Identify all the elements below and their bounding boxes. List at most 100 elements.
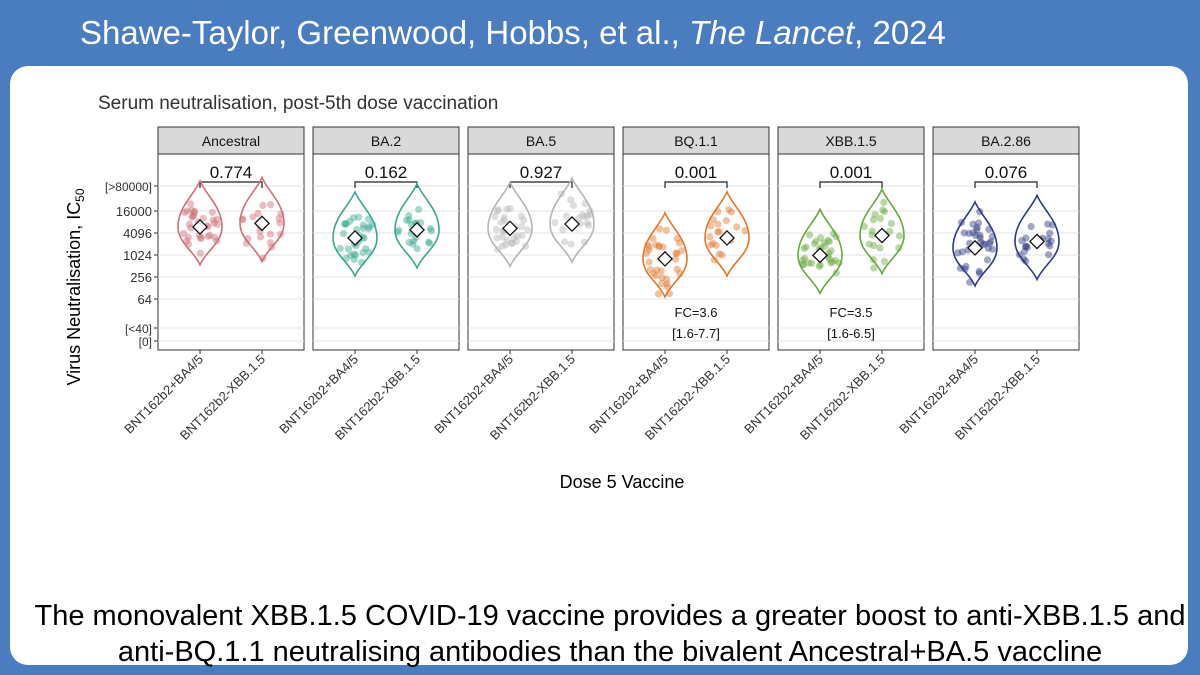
significance-bracket — [509, 181, 573, 188]
data-point — [551, 219, 559, 227]
data-point — [662, 226, 671, 234]
data-point — [242, 239, 250, 247]
data-point — [806, 231, 814, 239]
data-point — [575, 214, 583, 222]
data-point — [820, 239, 828, 247]
data-point — [518, 231, 526, 240]
chart-panels: 642561024409616000[>80000][<40][0]Ancest… — [105, 126, 1080, 443]
slide-title-authors: Shawe-Taylor, Greenwood, Hobbs, et al., — [80, 14, 689, 51]
data-point — [508, 239, 516, 247]
data-point — [741, 227, 749, 235]
data-point — [954, 249, 962, 257]
violin-outline — [332, 189, 378, 278]
data-point — [671, 255, 680, 263]
data-point — [649, 234, 657, 243]
panel-header — [622, 126, 770, 155]
data-point — [880, 257, 889, 265]
slide-title-journal: The Lancet — [689, 14, 855, 51]
y-tick-label: [0] — [139, 335, 152, 349]
data-point — [800, 244, 808, 253]
data-point — [985, 225, 993, 233]
data-point — [426, 224, 434, 233]
data-point — [665, 290, 674, 298]
data-point — [190, 212, 198, 220]
data-point — [266, 239, 275, 247]
data-point — [975, 269, 984, 277]
data-point — [583, 219, 592, 227]
data-point — [359, 224, 368, 232]
data-point — [984, 244, 992, 252]
data-point — [196, 249, 204, 257]
data-point — [976, 208, 984, 216]
data-point — [191, 207, 199, 215]
significance-bracket — [974, 181, 1038, 188]
data-point — [988, 232, 997, 241]
data-point — [360, 234, 368, 242]
median-marker — [409, 221, 425, 238]
data-point — [521, 242, 530, 250]
data-point — [580, 238, 589, 246]
data-point — [409, 240, 417, 248]
data-point — [581, 213, 589, 221]
data-point — [365, 225, 373, 233]
data-point — [1023, 243, 1031, 251]
data-point — [1044, 220, 1052, 228]
data-point — [868, 231, 876, 239]
p-value-label: 0.162 — [365, 163, 408, 182]
data-point — [832, 269, 840, 277]
data-point — [655, 242, 663, 250]
data-point — [722, 217, 731, 225]
data-point — [673, 234, 681, 243]
data-point — [569, 201, 578, 209]
data-point — [583, 212, 592, 220]
data-point — [180, 230, 188, 238]
y-tick-label: 256 — [130, 270, 152, 285]
significance-bracket — [664, 181, 728, 188]
median-marker — [657, 250, 673, 267]
data-point — [405, 238, 413, 246]
data-point — [257, 233, 265, 241]
data-point — [187, 200, 195, 208]
data-point — [183, 207, 191, 215]
data-point — [983, 256, 992, 264]
data-point — [987, 238, 995, 246]
data-point — [355, 213, 363, 221]
data-point — [880, 208, 889, 216]
data-point — [510, 234, 518, 242]
data-point — [340, 230, 348, 238]
panel-title: XBB.1.5 — [825, 133, 877, 149]
data-point — [493, 234, 501, 242]
data-point — [706, 233, 714, 241]
data-point — [958, 248, 967, 256]
data-point — [210, 233, 219, 241]
data-point — [359, 221, 367, 229]
data-point — [342, 220, 350, 228]
data-point — [1046, 229, 1054, 237]
data-point — [350, 255, 358, 264]
data-point — [828, 258, 837, 266]
data-point — [213, 237, 221, 245]
data-point — [831, 256, 840, 265]
data-point — [259, 201, 267, 209]
data-point — [870, 242, 878, 250]
data-point — [341, 220, 349, 228]
data-point — [276, 219, 284, 227]
data-point — [586, 207, 594, 215]
data-point — [346, 217, 354, 225]
data-point — [860, 222, 868, 230]
panel-plot-area — [467, 153, 615, 351]
data-point — [498, 242, 506, 250]
data-point — [709, 239, 717, 248]
data-point — [832, 233, 840, 241]
data-point — [503, 236, 511, 244]
data-point — [672, 249, 680, 257]
data-point — [508, 239, 516, 247]
data-point — [277, 210, 285, 218]
data-point — [500, 213, 508, 221]
data-point — [887, 219, 896, 228]
data-point — [585, 221, 593, 229]
data-point — [517, 212, 525, 220]
data-point — [557, 190, 565, 198]
data-point — [210, 219, 218, 227]
data-point — [663, 280, 671, 288]
